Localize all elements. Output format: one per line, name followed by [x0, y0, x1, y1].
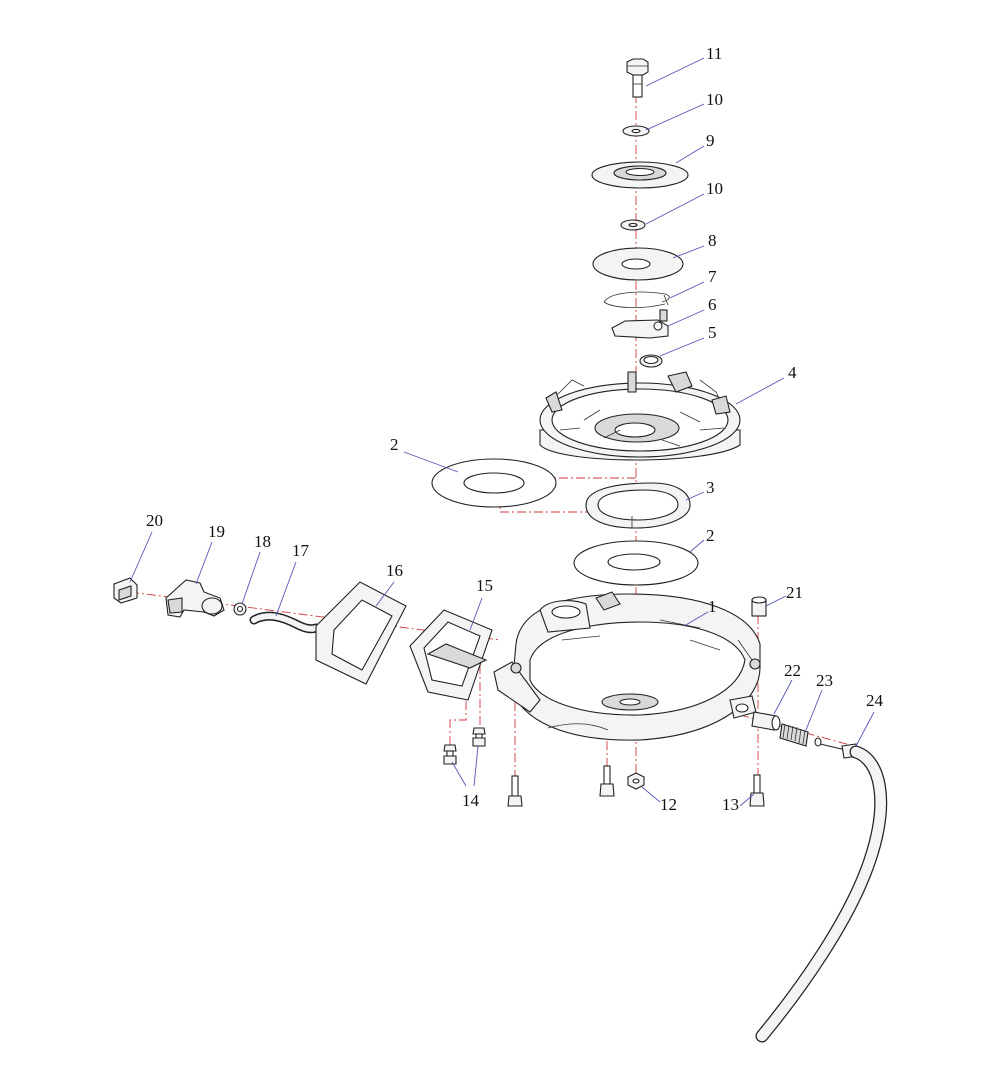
- callout-7: 7: [708, 267, 717, 286]
- part-11-bolt: [626, 58, 649, 98]
- callout-19: 19: [208, 522, 225, 541]
- callout-3: 3: [706, 478, 715, 497]
- callout-21: 21: [786, 583, 803, 602]
- callout-24: 24: [866, 691, 884, 710]
- callout-9: 9: [706, 131, 715, 150]
- part-23-coil-spring: [779, 723, 822, 747]
- part-15-rope-guide: [409, 609, 493, 701]
- callout-14: 14: [462, 791, 480, 810]
- part-10-washer-lower: [620, 219, 646, 231]
- callout-12: 12: [660, 795, 677, 814]
- part-4-pulley: [539, 371, 741, 461]
- part-12-nut: [627, 772, 645, 790]
- part-10-washer-upper: [622, 125, 650, 137]
- part-7-wire-spring: [603, 291, 670, 308]
- callout-11: 11: [706, 44, 722, 63]
- callout-15: 15: [476, 576, 493, 595]
- callout-10-lower: 10: [706, 179, 723, 198]
- callout-17: 17: [292, 541, 310, 560]
- part-19-handle: [165, 579, 225, 618]
- callout-4: 4: [788, 363, 797, 382]
- callout-10-upper: 10: [706, 90, 723, 109]
- part-17-rope: [249, 611, 321, 634]
- callout-1: 1: [708, 597, 717, 616]
- part-5-spring-ring: [639, 354, 663, 368]
- part-22-sleeve: [751, 711, 781, 731]
- part-14-screws: [443, 727, 486, 765]
- part-21-bushing: [751, 596, 767, 617]
- callout-2-lower: 2: [706, 526, 715, 545]
- part-2-disc-upper: [431, 458, 557, 508]
- part-18-grommet: [233, 602, 247, 616]
- callout-23: 23: [816, 671, 833, 690]
- callout-20: 20: [146, 511, 163, 530]
- callout-labels: 11 10 9 10 8 7 6 5 4 2 3 2 20 19 18 17 1…: [146, 44, 884, 814]
- part-24-cable: [755, 743, 888, 1043]
- callout-8: 8: [708, 231, 717, 250]
- callout-18: 18: [254, 532, 271, 551]
- callout-5: 5: [708, 323, 717, 342]
- part-16-guide-frame: [315, 581, 407, 685]
- part-6-pawl: [611, 309, 669, 339]
- callout-2-upper: 2: [390, 435, 399, 454]
- part-2-disc-lower: [573, 540, 699, 586]
- part-8-disc: [592, 247, 684, 281]
- callout-16: 16: [386, 561, 403, 580]
- part-9-plate: [591, 161, 689, 189]
- part-13-bolt: [749, 774, 765, 807]
- callout-13: 13: [722, 795, 739, 814]
- part-20-clip: [113, 577, 138, 604]
- callout-6: 6: [708, 295, 717, 314]
- part-3-recoil-spring: [585, 482, 691, 529]
- callout-22: 22: [784, 661, 801, 680]
- part-1-housing: [493, 591, 761, 741]
- housing-bolts: [507, 765, 615, 807]
- leader-lines: [129, 57, 875, 807]
